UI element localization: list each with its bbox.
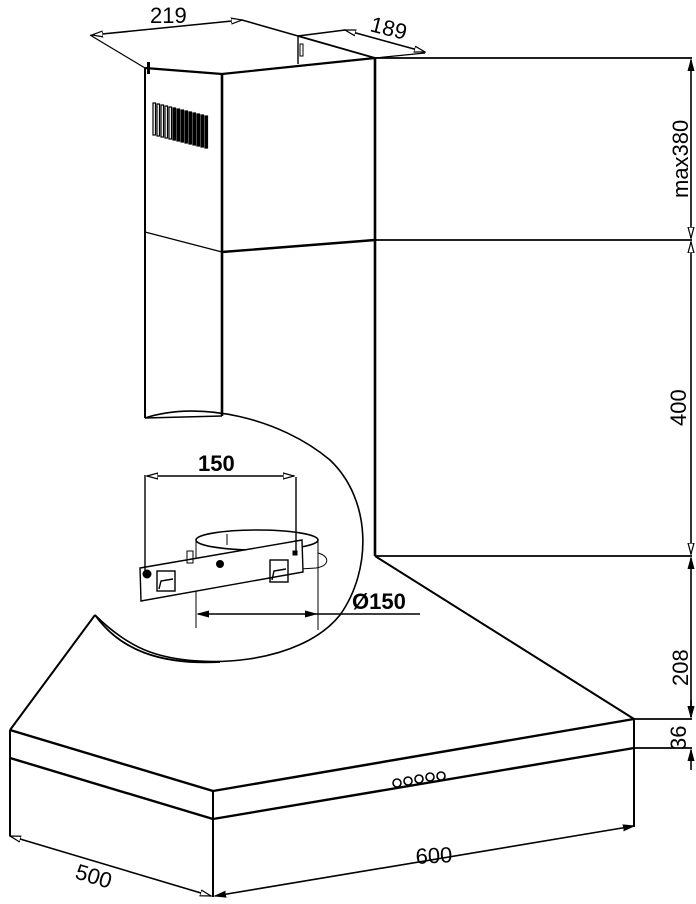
button-5-icon [436,771,446,781]
hood-width-label: 600 [415,842,453,869]
upper-chimney-height-label: max380 [668,120,693,198]
hood-width-dimension [215,826,634,896]
hood-depth-label: 500 [73,859,115,894]
hood-depth-dimension [10,835,211,897]
chimney-depth-label: 189 [368,12,410,45]
button-1-icon [392,778,402,788]
duct-diameter-label: Ø150 [352,589,406,614]
mounting-bracket [139,529,328,630]
canopy [9,555,635,731]
lower-chimney-height-label: 400 [666,389,691,426]
bracket-width-label: 150 [198,451,235,476]
upper-chimney [144,35,377,254]
chimney-width-label: 219 [150,3,187,28]
button-4-icon [425,772,435,782]
canopy-height-label: 208 [668,649,693,686]
front-panel-height-label: 36 [666,726,691,750]
vent-slots-icon [152,102,209,149]
button-2-icon [403,776,413,786]
button-3-icon [414,774,424,784]
lower-chimney [144,232,377,556]
detail-callout [94,410,364,663]
extension-lines [375,57,692,749]
control-buttons [392,771,446,788]
chimney-width-dimension [89,20,299,69]
bracket-width-dimension [144,475,297,572]
